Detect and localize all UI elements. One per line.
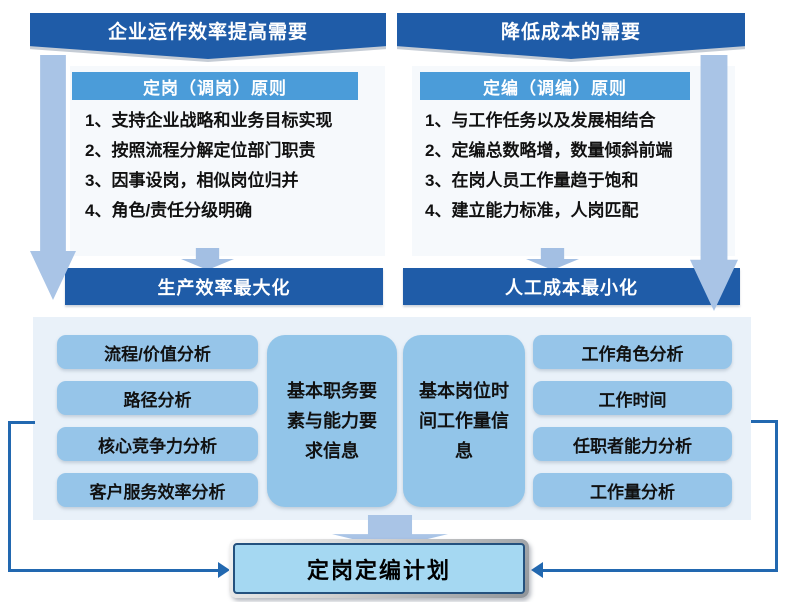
right-connector-top [751, 420, 778, 423]
job-elements-summary-label: 基本职务要素与能力要求信息 [287, 381, 377, 461]
analysis-box-label: 任职者能力分析 [573, 436, 692, 456]
analysis-box-path: 路径分析 [57, 381, 258, 415]
analysis-box-process-value: 流程/价值分析 [57, 335, 258, 369]
staffing-principle-item: 3、在岗人员工作量趋于饱和 [425, 171, 639, 190]
analysis-box-label: 核心竞争力分析 [98, 436, 217, 456]
job-principles-list: 1、支持企业战略和业务目标实现 2、按照流程分解定位部门职责 3、因事设岗，相似… [85, 110, 332, 221]
efficiency-banner-shape: 企业运作效率提高需要 [30, 13, 386, 59]
staffing-principle-item: 1、与工作任务以及发展相结合 [425, 111, 656, 130]
efficiency-banner: 企业运作效率提高需要 [30, 13, 386, 59]
output-plan-label: 定岗定编计划 [306, 557, 451, 583]
analysis-box-label: 路径分析 [123, 390, 192, 410]
cost-result-bar: 人工成本最小化 [403, 268, 740, 305]
left-connector-bottom [8, 569, 219, 572]
left-connector-vertical [8, 421, 11, 572]
efficiency-banner-label: 企业运作效率提高需要 [107, 21, 308, 43]
job-principle-item: 4、角色/责任分级明确 [85, 201, 253, 220]
analysis-box-label: 客户服务效率分析 [89, 482, 226, 502]
analysis-box-core-competence: 核心竞争力分析 [57, 427, 258, 461]
output-plan-box: 定岗定编计划 [233, 543, 525, 594]
analysis-box-label: 流程/价值分析 [104, 344, 211, 364]
right-connector-vertical [775, 420, 778, 572]
analysis-box-incumbent-ability: 任职者能力分析 [533, 427, 732, 461]
cost-banner-label: 降低成本的需要 [500, 21, 641, 43]
staffing-principle-item: 2、定编总数略增，数量倾斜前端 [425, 141, 673, 160]
analysis-box-label: 工作角色分析 [581, 344, 684, 364]
staffing-principles-title: 定编（调编）原则 [483, 78, 627, 98]
staffing-principle-item: 4、建立能力标准，人岗匹配 [425, 201, 639, 220]
analysis-box-work-role: 工作角色分析 [533, 335, 732, 369]
job-principle-item: 3、因事设岗，相似岗位归并 [85, 171, 299, 190]
cost-banner: 降低成本的需要 [397, 13, 745, 59]
output-plan-frame: 定岗定编计划 [229, 539, 529, 598]
analysis-box-workload: 工作量分析 [533, 473, 732, 507]
analysis-box-label: 工作量分析 [590, 482, 675, 502]
right-connector-bottom [543, 569, 778, 572]
post-time-summary-box: 基本岗位时间工作量信息 [403, 335, 525, 507]
cost-banner-shape: 降低成本的需要 [397, 13, 745, 59]
staffing-principles-list: 1、与工作任务以及发展相结合 2、定编总数略增，数量倾斜前端 3、在岗人员工作量… [425, 110, 672, 221]
left-connector-top [8, 421, 35, 424]
efficiency-result-label: 生产效率最大化 [157, 277, 291, 298]
post-time-summary-label: 基本岗位时间工作量信息 [419, 381, 509, 461]
analysis-box-label: 工作时间 [598, 390, 667, 410]
right-connector-arrowhead-icon [531, 562, 543, 578]
left-connector-arrowhead-icon [218, 562, 230, 578]
job-principles-title: 定岗（调岗）原则 [143, 78, 287, 98]
efficiency-result-bar: 生产效率最大化 [65, 268, 383, 305]
staffing-principles-header: 定编（调编）原则 [420, 72, 690, 100]
job-principle-item: 1、支持企业战略和业务目标实现 [85, 111, 333, 130]
job-elements-summary-box: 基本职务要素与能力要求信息 [267, 335, 397, 507]
cost-result-label: 人工成本最小化 [505, 277, 638, 298]
analysis-box-customer-service: 客户服务效率分析 [57, 473, 258, 507]
job-principle-item: 2、按照流程分解定位部门职责 [85, 141, 316, 160]
job-principles-header: 定岗（调岗）原则 [72, 72, 358, 100]
analysis-box-work-time: 工作时间 [533, 381, 732, 415]
